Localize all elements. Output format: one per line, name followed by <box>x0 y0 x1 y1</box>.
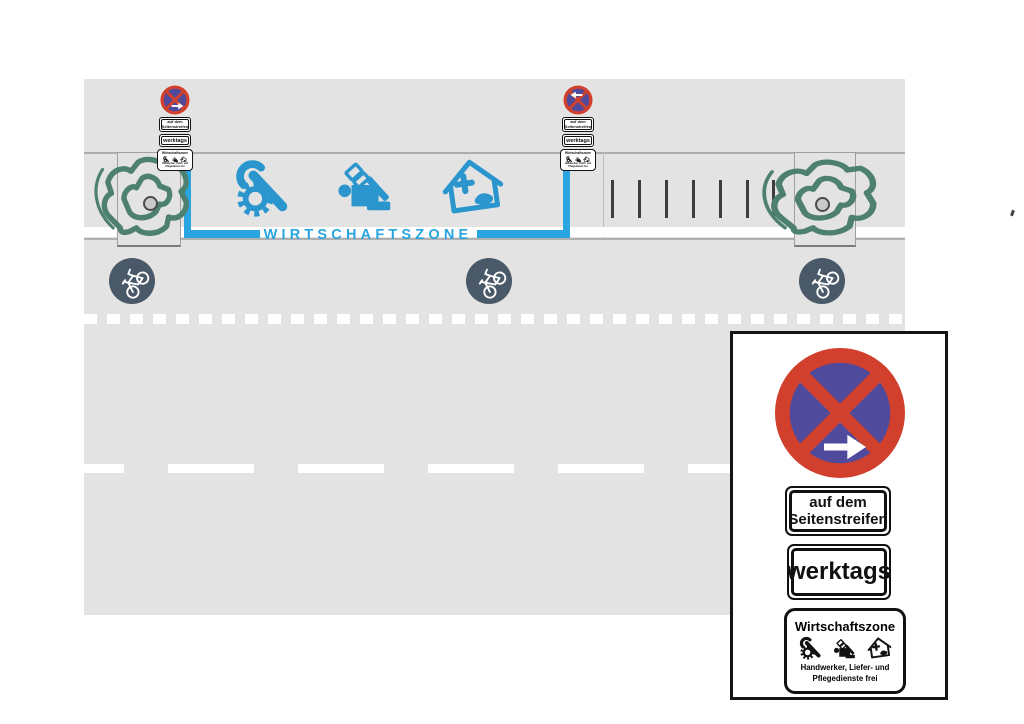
tree-trunk <box>815 197 830 212</box>
bike-lane-badge <box>799 258 845 304</box>
delivery-person-icon <box>334 155 400 217</box>
no-stopping-sign-icon <box>563 85 593 115</box>
care-house-icon <box>441 156 505 220</box>
plate-werktags: werktags <box>787 544 891 600</box>
plate-caption: Pflegedienste frei <box>568 165 588 168</box>
parking-tick <box>611 180 614 218</box>
lane-separator-line <box>84 238 905 240</box>
plate-caption: Pflegedienste frei <box>812 674 878 683</box>
sign-assembly-end: auf dem Seitenstreifen werktags Wirtscha… <box>560 85 596 171</box>
center-lane-dashes <box>84 464 905 473</box>
plate-wirtschaftszone: Wirtschaftszone Handwerker, Liefer- und … <box>784 608 906 694</box>
sign-assembly-start: auf dem Seitenstreifen werktags Wirtscha… <box>157 85 193 171</box>
wrench-gear-icon <box>566 156 573 163</box>
plate-text: werktags <box>786 558 892 585</box>
plate-text: Seitenstreifen <box>161 123 189 129</box>
wrench-gear-icon <box>799 636 824 661</box>
parking-tick <box>746 180 749 218</box>
tree-trunk <box>143 196 158 211</box>
plate-text: werktags <box>163 137 187 144</box>
stray-mark <box>1010 209 1015 217</box>
plate-wirtschaftszone-mini: Wirtschaftszone Handwerker, Liefer- und … <box>560 149 596 171</box>
plate-seitenstreifen: auf dem Seitenstreifen <box>159 117 191 132</box>
parking-lane-top-line <box>84 152 905 154</box>
wrench-gear-icon <box>163 156 170 163</box>
plate-caption: Handwerker, Liefer- und <box>564 163 592 165</box>
zone-bracket-right-bar <box>477 230 570 238</box>
bike-lane-badge <box>109 258 155 304</box>
plate-seitenstreifen: auf dem Seitenstreifen <box>562 117 594 132</box>
parking-tick <box>719 180 722 218</box>
arrow-right-icon <box>821 433 869 461</box>
zone-bracket-left-bar <box>184 230 260 238</box>
plate-text: auf dem <box>167 118 183 124</box>
parking-tick <box>692 180 695 218</box>
parking-bay-line <box>603 152 604 238</box>
care-house-icon <box>180 156 187 163</box>
delivery-person-icon <box>833 636 858 661</box>
delivery-person-icon <box>172 156 179 163</box>
parking-tick <box>638 180 641 218</box>
no-stopping-sign-icon <box>160 85 190 115</box>
plate-text: werktags <box>566 137 590 144</box>
sign-detail-panel: auf dem Seitenstreifen werktags Wirtscha… <box>730 331 948 700</box>
plate-title: Wirtschaftszone <box>161 151 189 155</box>
plate-text: Seitenstreifen <box>788 511 888 528</box>
delivery-person-icon <box>575 156 582 163</box>
plate-icons <box>799 636 892 661</box>
zone-bracket-left-vertical <box>184 150 191 238</box>
bike-lane-badge <box>466 258 512 304</box>
plate-title: Wirtschaftszone <box>794 619 896 634</box>
plate-title: Wirtschaftszone <box>564 151 592 155</box>
arrow-right-icon <box>171 102 184 110</box>
plate-caption: Pflegedienste frei <box>165 165 185 168</box>
no-stopping-sign-icon <box>160 85 190 115</box>
wrench-gear-icon <box>234 158 296 220</box>
zone-bracket-right-vertical <box>563 150 570 238</box>
plate-text: Seitenstreifen <box>564 123 592 129</box>
arrow-left-icon <box>570 91 583 99</box>
parking-tick <box>665 180 668 218</box>
plate-text: auf dem <box>570 118 586 124</box>
plate-icons <box>562 155 594 163</box>
plate-wirtschaftszone-mini: Wirtschaftszone Handwerker, Liefer- und … <box>157 149 193 171</box>
zone-label: WIRTSCHAFTSZONE <box>263 227 473 243</box>
care-house-icon <box>867 636 892 661</box>
plate-werktags: werktags <box>159 134 191 147</box>
plate-werktags: werktags <box>562 134 594 147</box>
bike-lane-dashed-line <box>84 314 905 324</box>
plate-icons <box>159 155 191 163</box>
plate-text: auf dem <box>809 494 867 511</box>
no-stopping-sign-icon <box>563 85 593 115</box>
plate-caption: Handwerker, Liefer- und <box>161 163 189 165</box>
plate-caption: Handwerker, Liefer- und <box>800 663 890 672</box>
plate-seitenstreifen: auf dem Seitenstreifen <box>785 486 891 536</box>
care-house-icon <box>583 156 590 163</box>
